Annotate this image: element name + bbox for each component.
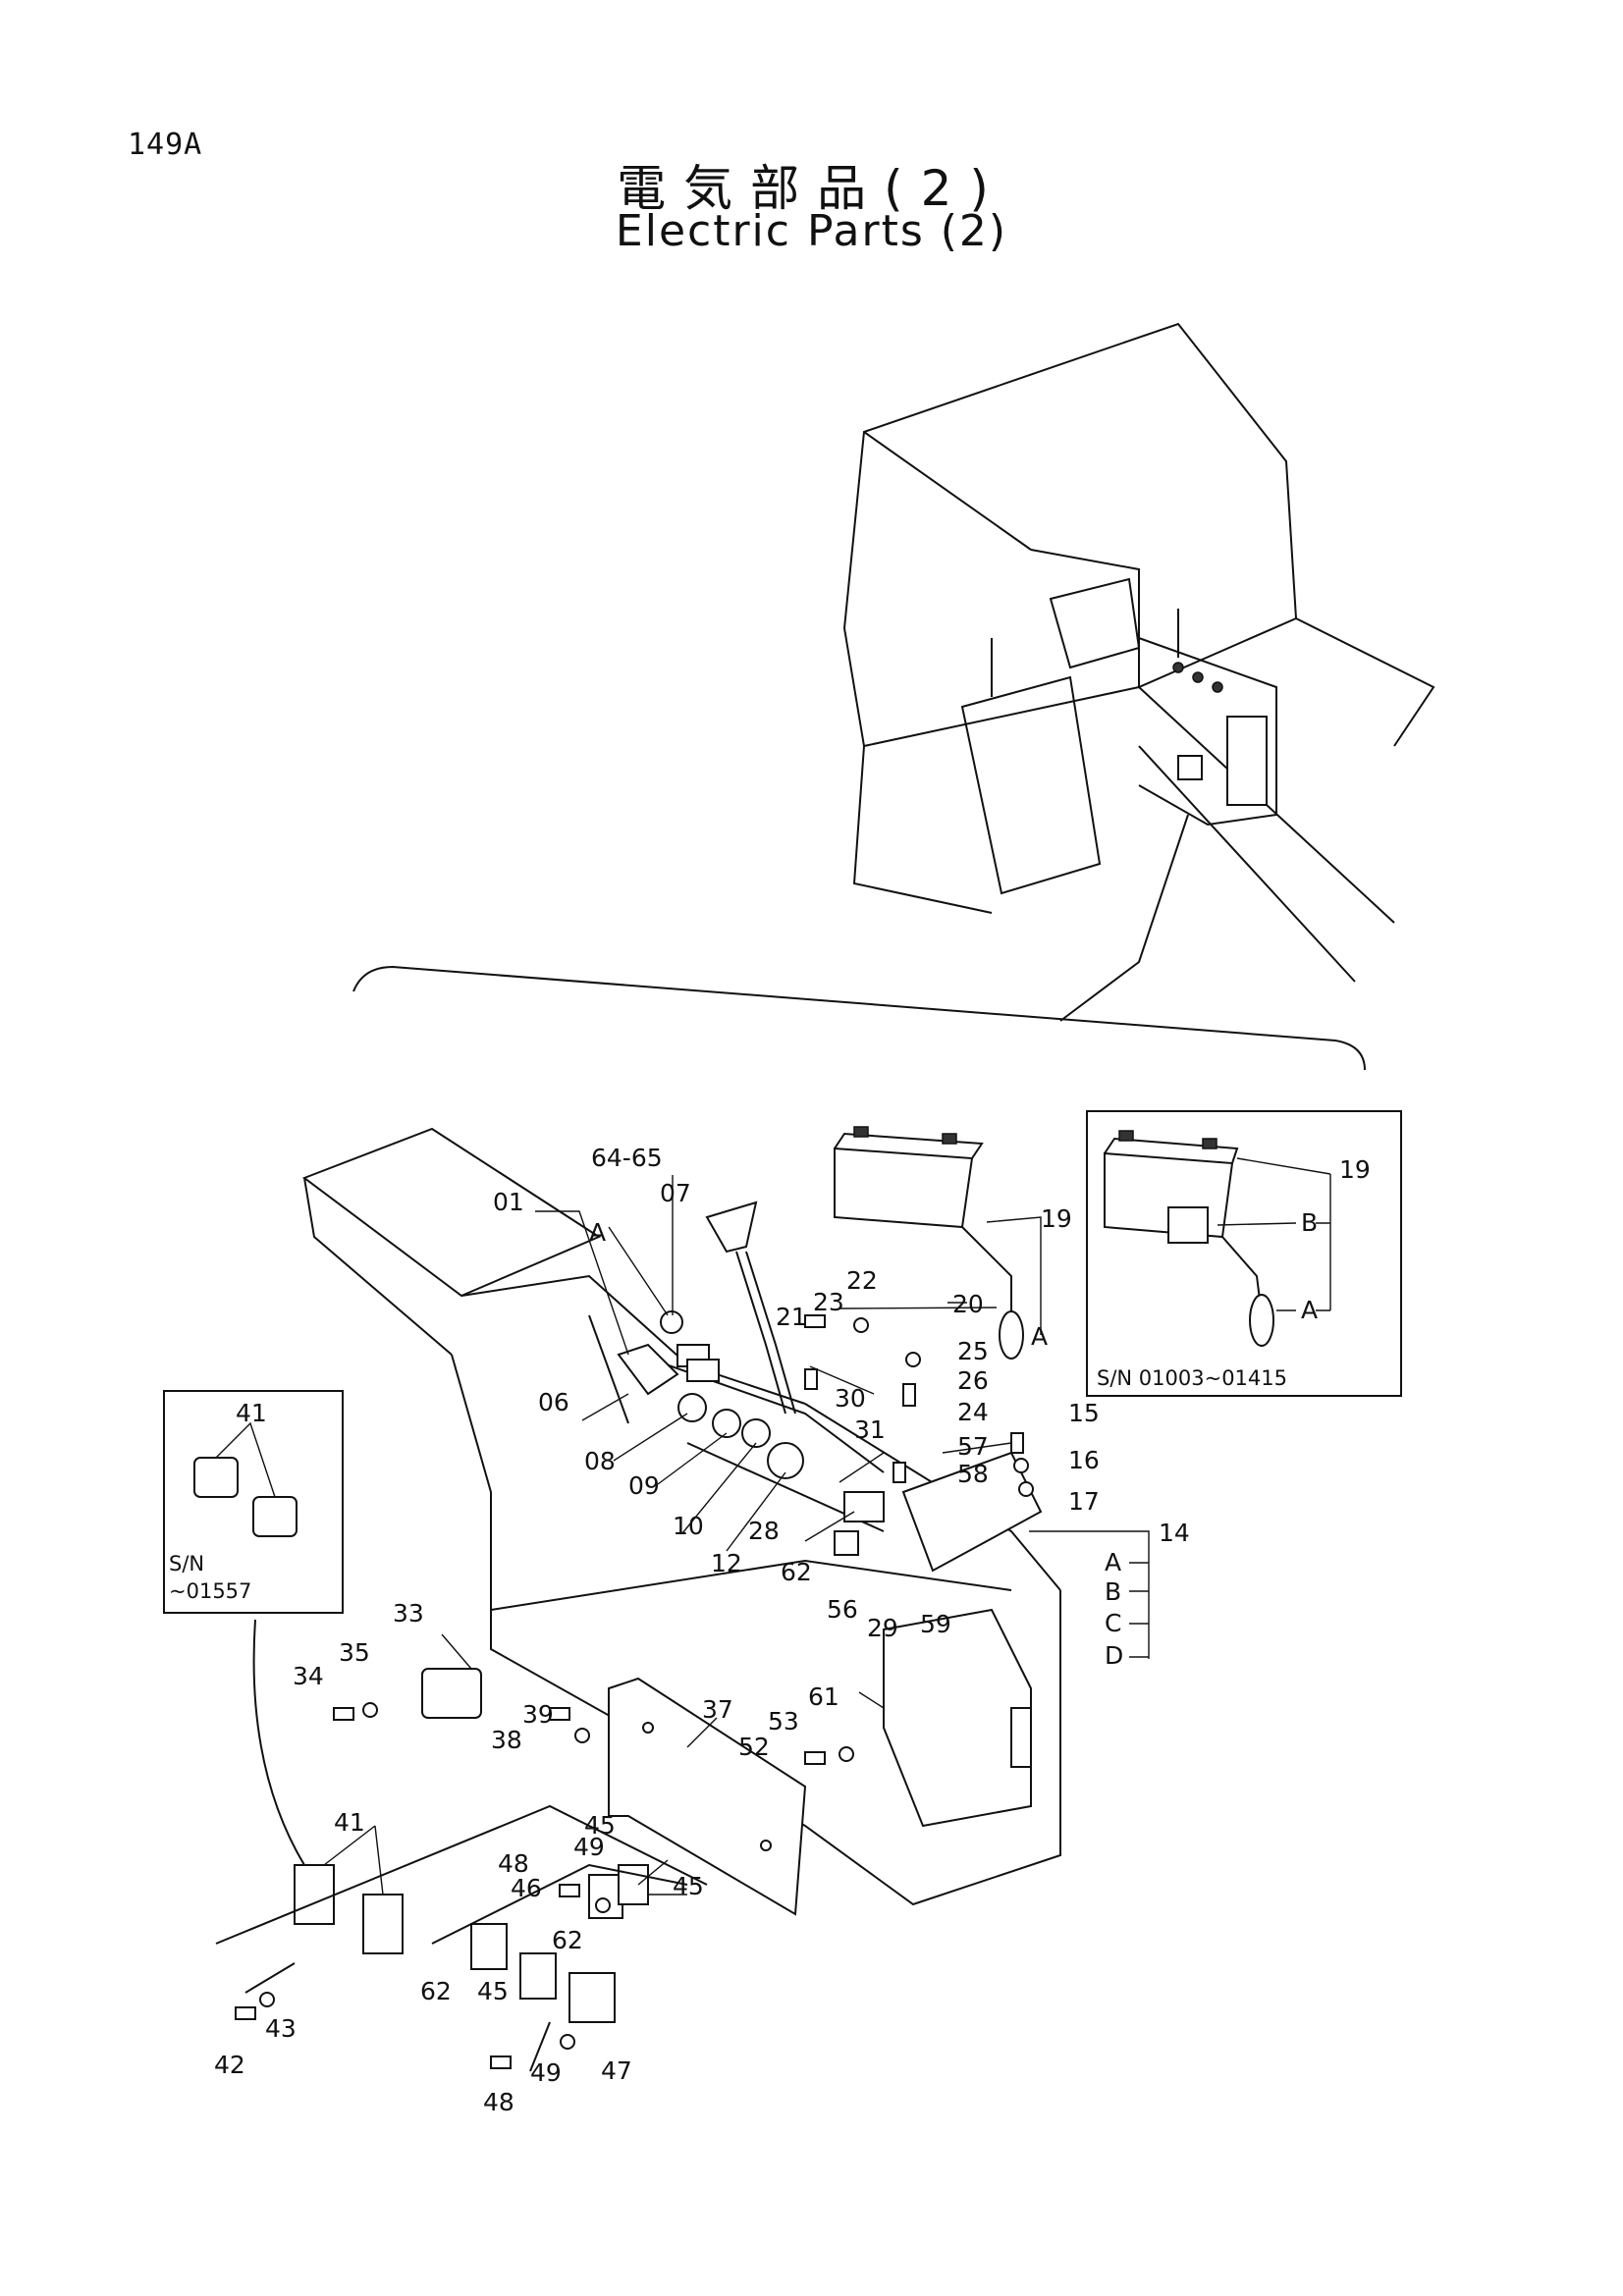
callout-41: 41 <box>334 1808 365 1837</box>
callout-leaders <box>323 1175 1150 1896</box>
switch-cluster <box>617 1310 885 1556</box>
inset-right-sub-a: A <box>1301 1296 1318 1324</box>
callout-45-right: 45 <box>673 1872 704 1900</box>
callout-19: 19 <box>1041 1204 1072 1233</box>
callout-61: 61 <box>808 1682 839 1711</box>
bracket-plate <box>608 1677 807 1916</box>
inset-leader <box>252 1619 305 1866</box>
relay-parts <box>215 1668 708 2072</box>
inset-right-part-label: 19 <box>1339 1155 1371 1184</box>
callout-38: 38 <box>491 1726 522 1754</box>
callout-10: 10 <box>673 1512 704 1540</box>
callout-16: 16 <box>1068 1446 1100 1474</box>
callout-53: 53 <box>768 1707 799 1735</box>
callout-30: 30 <box>835 1384 866 1413</box>
callout-57: 57 <box>957 1432 989 1461</box>
callout-49-low: 49 <box>530 2058 562 2087</box>
inset-battery-variant: 19 B A S/N 01003~01415 <box>1086 1110 1402 1397</box>
callout-14: 14 <box>1159 1519 1190 1547</box>
callout-d: D <box>1105 1641 1123 1670</box>
callout-34: 34 <box>293 1662 324 1690</box>
callout-26: 26 <box>957 1366 989 1395</box>
inset-relay-variant: 41 S/N ~01557 <box>163 1390 344 1614</box>
callout-21: 21 <box>776 1303 807 1331</box>
page-id: 149A <box>128 128 203 162</box>
callout-48-top: 48 <box>498 1849 529 1878</box>
callout-08: 08 <box>584 1447 616 1475</box>
inset-left-serial-1: S/N <box>169 1552 204 1575</box>
callout-09: 09 <box>628 1471 660 1500</box>
callout-62-mid: 62 <box>552 1926 583 1954</box>
callout-49-top: 49 <box>573 1833 605 1861</box>
callout-29: 29 <box>867 1614 898 1642</box>
callout-01: 01 <box>493 1188 524 1216</box>
inset-left-serial-2: ~01557 <box>169 1579 251 1603</box>
controller-box <box>883 1451 1043 1828</box>
callout-33: 33 <box>393 1599 424 1628</box>
callout-37: 37 <box>702 1695 733 1724</box>
callout-52: 52 <box>738 1733 770 1761</box>
callout-39: 39 <box>522 1700 554 1729</box>
callout-24: 24 <box>957 1398 989 1426</box>
callout-46: 46 <box>511 1874 542 1902</box>
callout-35: 35 <box>339 1638 370 1667</box>
title-japanese: 電気部品(2) <box>617 160 1006 217</box>
callout-a-battery: A <box>1031 1322 1048 1351</box>
callout-47: 47 <box>601 2056 632 2085</box>
callout-59: 59 <box>920 1610 951 1638</box>
callout-43: 43 <box>265 2014 297 2043</box>
callout-56: 56 <box>827 1595 858 1624</box>
callout-23: 23 <box>813 1288 844 1316</box>
callout-62-upper: 62 <box>781 1558 812 1586</box>
title-english: Electric Parts (2) <box>615 206 1008 256</box>
inset-right-sub-b: B <box>1301 1208 1318 1237</box>
callout-a: A <box>1105 1548 1121 1576</box>
callout-22: 22 <box>846 1266 878 1295</box>
callout-20: 20 <box>952 1290 984 1318</box>
inset-left-part-label: 41 <box>236 1399 267 1427</box>
battery-main <box>834 1126 1024 1360</box>
callout-a-upper: A <box>589 1218 606 1247</box>
cab-overview <box>842 322 1435 1022</box>
callout-31: 31 <box>854 1415 886 1444</box>
callout-c: C <box>1105 1609 1121 1637</box>
callout-58: 58 <box>957 1460 989 1488</box>
callout-48-low: 48 <box>483 2088 514 2116</box>
callout-b: B <box>1105 1577 1121 1606</box>
callout-62-low: 62 <box>420 1977 452 2005</box>
callout-64-65: 64-65 <box>591 1144 663 1172</box>
callout-12: 12 <box>711 1549 742 1577</box>
callout-25: 25 <box>957 1337 989 1365</box>
callout-06: 06 <box>538 1388 569 1416</box>
callout-17: 17 <box>1068 1487 1100 1516</box>
callout-15: 15 <box>1068 1399 1100 1427</box>
callout-45-top: 45 <box>584 1811 616 1840</box>
callout-45-low: 45 <box>477 1977 509 2005</box>
inset-right-serial: S/N 01003~01415 <box>1097 1366 1287 1390</box>
callout-42: 42 <box>214 2051 245 2079</box>
callout-07: 07 <box>660 1179 691 1207</box>
callout-28: 28 <box>748 1517 780 1545</box>
detail-brace <box>352 965 1366 1071</box>
console-body <box>301 1127 1061 1906</box>
callout-labels: 64-65 01 A 07 19 A 22 23 21 20 25 26 24 … <box>214 1144 1190 2116</box>
control-lever <box>705 1201 796 1415</box>
